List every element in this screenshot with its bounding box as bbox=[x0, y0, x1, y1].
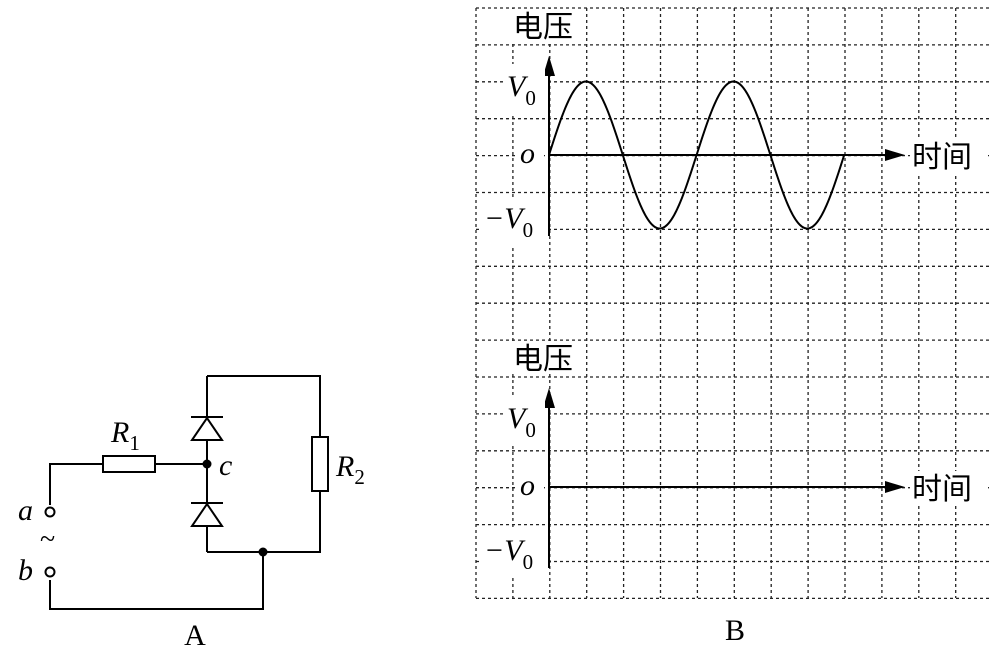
top-xlabel-bg bbox=[910, 139, 988, 173]
bottom-ylabel: 电压 bbox=[513, 343, 573, 376]
bottom-negv0-main: −V bbox=[484, 534, 526, 567]
wire-r2-bottom bbox=[207, 491, 321, 553]
caption-b: B bbox=[725, 614, 745, 647]
circuit-diagram: a ~ b R1 R2 c A bbox=[18, 375, 365, 652]
bottom-negv0-bg bbox=[480, 530, 546, 578]
diode-upper bbox=[190, 416, 224, 441]
label-r1-sub: 1 bbox=[129, 431, 140, 455]
top-v0-bg bbox=[505, 64, 545, 114]
bottom-origin: o bbox=[520, 469, 535, 502]
label-a: a bbox=[18, 494, 33, 527]
wire-top-left bbox=[49, 463, 103, 505]
top-v0-sub: 0 bbox=[525, 86, 536, 110]
wire-top-right-loop bbox=[207, 375, 321, 437]
bottom-negv0-label: −V0 bbox=[484, 534, 533, 574]
junction-bottom bbox=[258, 547, 268, 557]
bottom-v0-sub: 0 bbox=[525, 418, 536, 442]
bottom-ylabel-bg bbox=[512, 341, 584, 373]
label-r2: R2 bbox=[335, 450, 365, 489]
graph-panel: 电压 时间 V0 o −V0 电压 时间 bbox=[475, 7, 990, 647]
top-sine-curve bbox=[548, 80, 846, 230]
top-v0-main: V bbox=[507, 70, 529, 103]
caption-a: A bbox=[184, 619, 206, 652]
top-graph: 电压 时间 V0 o −V0 bbox=[480, 9, 988, 246]
top-negv0-main: −V bbox=[484, 202, 526, 235]
label-c: c bbox=[219, 449, 232, 482]
label-r1-main: R bbox=[110, 416, 129, 449]
top-ylabel-bg bbox=[512, 9, 584, 41]
bottom-graph: 电压 时间 V0 o −V0 bbox=[480, 341, 988, 578]
diode-lower bbox=[190, 502, 224, 527]
label-b: b bbox=[18, 554, 33, 587]
bottom-x-arrow bbox=[885, 481, 905, 493]
bottom-xlabel: 时间 bbox=[912, 473, 972, 506]
label-r2-main: R bbox=[335, 450, 354, 483]
terminal-a bbox=[44, 506, 56, 518]
bottom-v0-bg bbox=[505, 396, 545, 446]
dashed-grid bbox=[475, 7, 990, 600]
label-ac-symbol: ~ bbox=[40, 524, 55, 555]
bottom-negv0-sub: 0 bbox=[523, 550, 534, 574]
label-r2-sub: 2 bbox=[354, 465, 365, 489]
bottom-origin-bg bbox=[518, 472, 544, 502]
bottom-v0-label: V0 bbox=[507, 402, 536, 442]
bottom-xlabel-bg bbox=[910, 471, 988, 505]
top-x-arrow bbox=[885, 149, 905, 161]
top-negv0-bg bbox=[480, 198, 546, 246]
bottom-y-arrow bbox=[543, 388, 555, 408]
label-r1: R1 bbox=[110, 416, 140, 455]
bottom-v0-main: V bbox=[507, 402, 529, 435]
top-negv0-sub: 0 bbox=[523, 218, 534, 242]
terminal-b bbox=[44, 566, 56, 578]
resistor-r2 bbox=[311, 436, 329, 492]
top-xlabel: 时间 bbox=[912, 141, 972, 174]
top-ylabel: 电压 bbox=[513, 11, 573, 44]
top-negv0-label: −V0 bbox=[484, 202, 533, 242]
junction-c bbox=[202, 459, 212, 469]
top-y-arrow bbox=[543, 56, 555, 76]
top-origin: o bbox=[520, 137, 535, 170]
top-v0-label: V0 bbox=[507, 70, 536, 110]
resistor-r1 bbox=[102, 455, 156, 473]
top-origin-bg bbox=[518, 140, 544, 170]
wire-bottom-return bbox=[49, 552, 264, 610]
